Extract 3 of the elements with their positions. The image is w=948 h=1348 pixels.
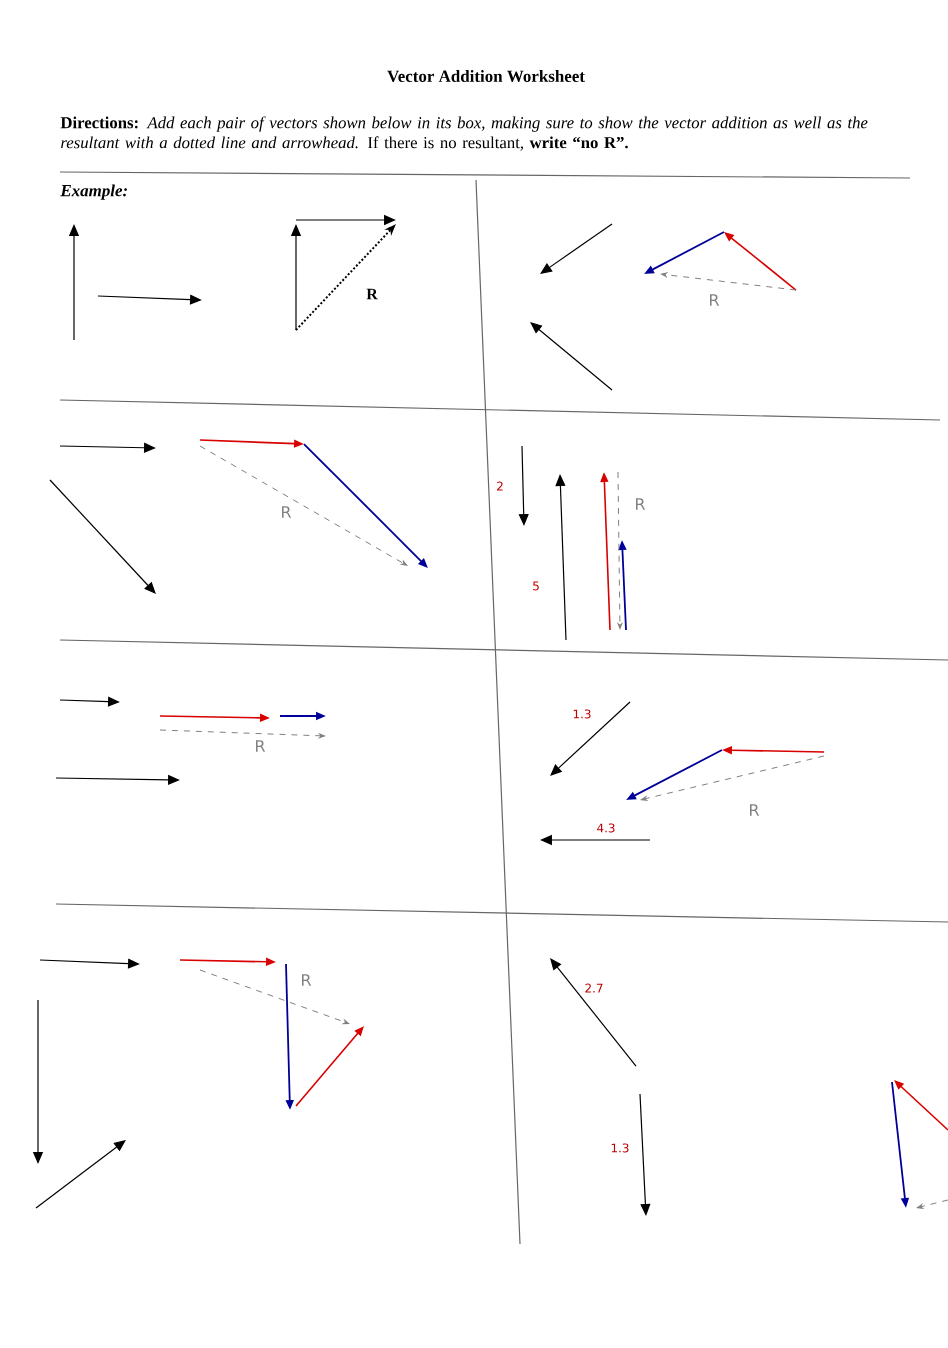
worksheet-title: Vector Addition Worksheet [387,70,585,82]
directions-text: Directions: Add each pair of vectors shown below in its box, making sure to show the vector addition as well as the resultant with a dotted line and arrowhead. If there is no resultant, write “no R”. [60,116,868,151]
example-heading: Example: [60,184,127,200]
